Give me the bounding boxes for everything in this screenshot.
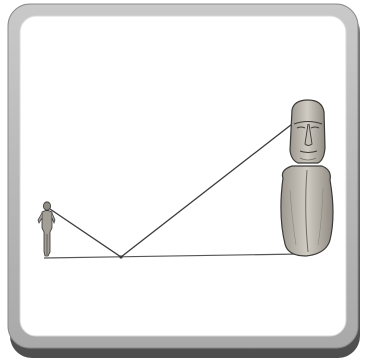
mirror-point [119,255,122,258]
